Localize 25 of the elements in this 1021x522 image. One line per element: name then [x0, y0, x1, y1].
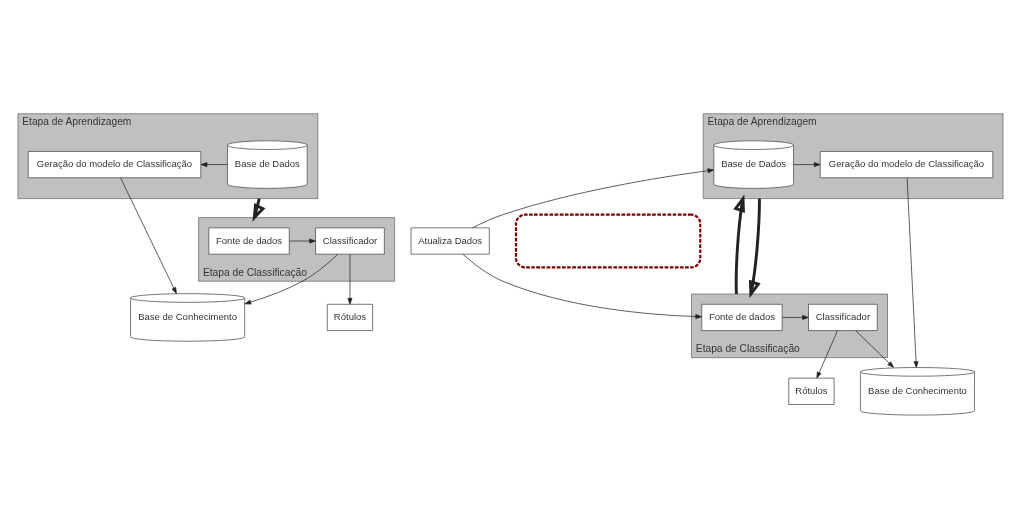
- node-box: [514, 213, 702, 268]
- arrow: [252, 197, 266, 222]
- arrow: [244, 253, 339, 304]
- node-box: Fonte de dados: [208, 227, 290, 255]
- arrow: [816, 329, 838, 378]
- arrow: [347, 253, 353, 305]
- node-box: Geração do modelo de Classificação: [27, 150, 202, 178]
- node-box: Classificador: [808, 303, 878, 331]
- arrow: [906, 177, 919, 368]
- arrow: [120, 177, 177, 294]
- arrow: [855, 329, 894, 368]
- arrow: [200, 161, 228, 167]
- node-box: Fonte de dados: [701, 303, 783, 331]
- arrow: [472, 167, 715, 228]
- arrow: [733, 193, 745, 294]
- arrow: [462, 253, 702, 319]
- node-box: Classificador: [315, 227, 385, 255]
- arrow: [782, 314, 809, 320]
- node-box: Rótulos: [788, 377, 835, 405]
- node-box: Geração do modelo de Classificação: [819, 150, 994, 178]
- arrow: [289, 238, 316, 243]
- node-box: Atualiza Dados: [410, 227, 490, 255]
- node-box: Rótulos: [326, 303, 373, 331]
- arrow: [748, 198, 761, 298]
- arrow: [793, 161, 821, 167]
